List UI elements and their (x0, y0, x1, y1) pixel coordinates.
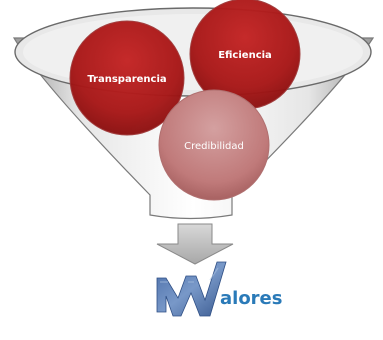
down-arrow-icon (156, 223, 234, 265)
logo-m-mark (156, 261, 227, 317)
logo-text: alores (220, 288, 282, 309)
circle-label-credibilidad: Credibilidad (184, 141, 244, 152)
circle-label-eficiencia: Eficiencia (218, 50, 272, 61)
circle-label-transparencia: Transparencia (87, 74, 166, 85)
circle-credibilidad: Credibilidad (158, 89, 270, 201)
circle-transparencia: Transparencia (69, 20, 185, 136)
valores-logo: alores (156, 261, 282, 317)
